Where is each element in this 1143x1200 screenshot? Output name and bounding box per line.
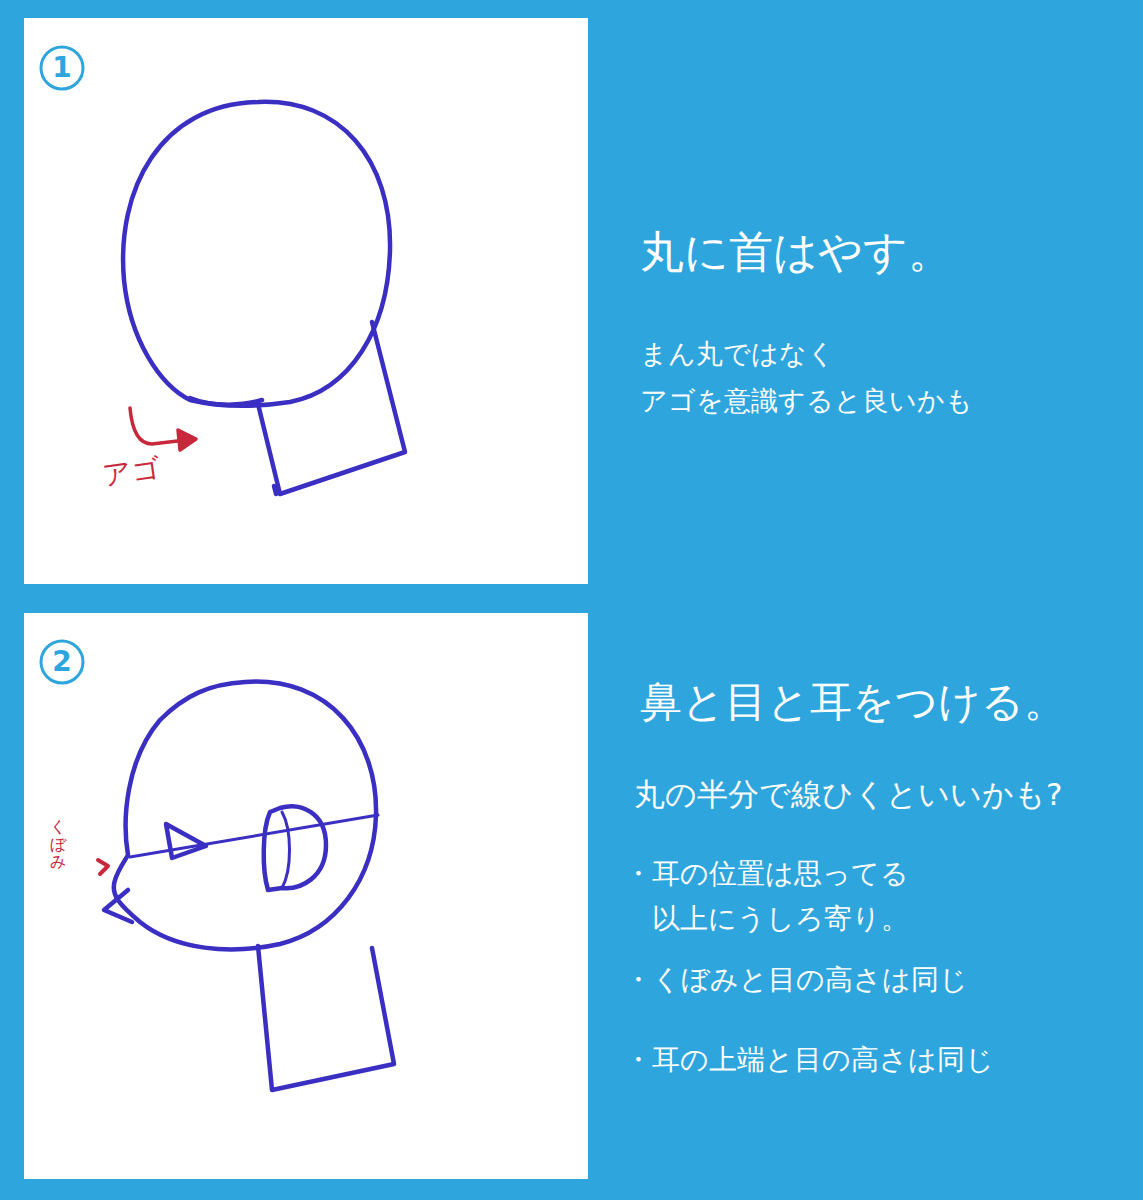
ear-symbol bbox=[282, 812, 290, 888]
panel bbox=[24, 613, 588, 1179]
panel bbox=[24, 18, 588, 584]
dent-mark bbox=[98, 860, 108, 874]
step-number: 1 bbox=[41, 47, 83, 89]
arrow-head bbox=[178, 430, 196, 450]
part-label: アゴ bbox=[100, 448, 163, 496]
bullet-note: ・くぼみと目の高さは同じ bbox=[624, 960, 1124, 1001]
ear-symbol bbox=[264, 806, 326, 890]
guide-line bbox=[130, 815, 378, 857]
part-label: くぼみ bbox=[50, 818, 66, 871]
step-heading: 鼻と目と耳をつける。 bbox=[640, 672, 1120, 733]
note-text: 丸の半分で線ひくといいかも? bbox=[634, 772, 1134, 817]
head-outline bbox=[123, 102, 390, 406]
bullet-note: ・耳の上端と目の高さは同じ bbox=[624, 1040, 1124, 1081]
number-circle bbox=[41, 641, 83, 683]
step-number: 2 bbox=[41, 641, 83, 683]
nose-symbol bbox=[104, 890, 132, 922]
note-text: まん丸ではなく アゴを意識すると良いかも bbox=[640, 330, 1060, 425]
number-circle bbox=[41, 47, 83, 89]
jaw-line bbox=[190, 398, 262, 405]
neck bbox=[274, 486, 276, 494]
bullet-note: ・耳の位置は思ってる 以上にうしろ寄り。 bbox=[624, 852, 1032, 942]
neck bbox=[258, 322, 405, 494]
neck bbox=[258, 946, 394, 1090]
head-outline bbox=[114, 682, 376, 950]
step-heading: 丸に首はやす。 bbox=[640, 220, 1110, 284]
eye-symbol bbox=[166, 824, 206, 858]
